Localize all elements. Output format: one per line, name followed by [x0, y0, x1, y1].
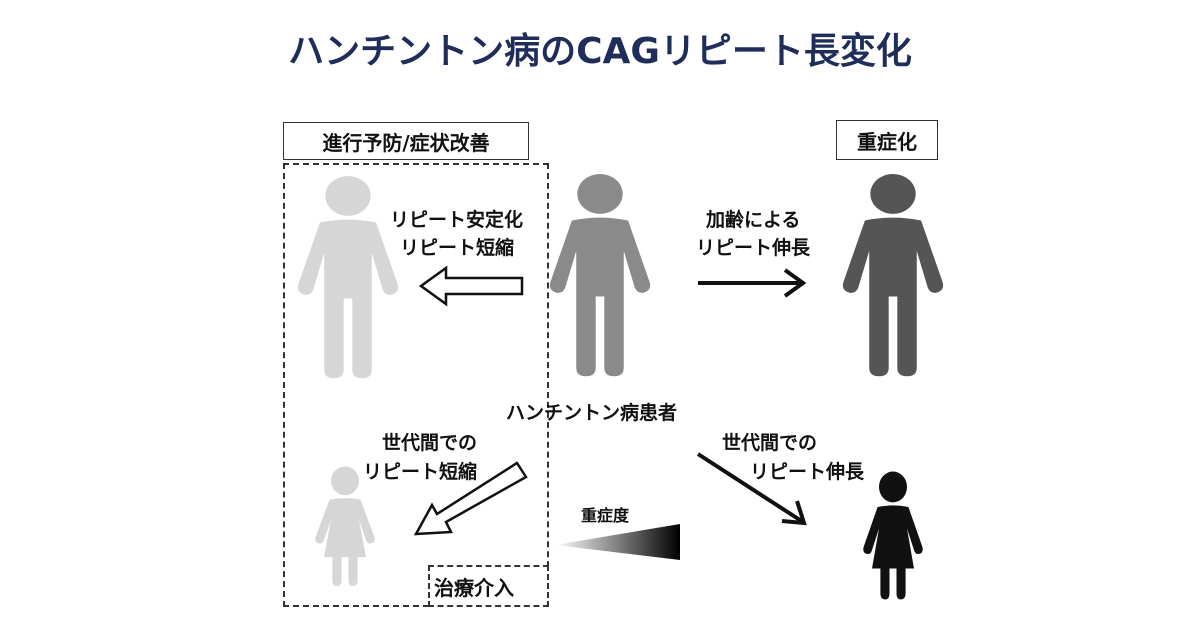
severity-gradient-wedge	[555, 524, 680, 560]
patient-label: ハンチントン病患者	[506, 402, 678, 424]
aging-label-1: 加齢による	[706, 209, 801, 231]
black-diagonal-arrow	[696, 452, 807, 526]
prevention-label-box: 進行予防/症状改善	[283, 122, 529, 160]
stabilize-label-1: リピート安定化	[390, 209, 524, 231]
severe-label-box: 重症化	[836, 120, 938, 160]
hollow-diagonal-arrow	[413, 461, 528, 536]
improved-child-figure	[315, 466, 375, 586]
black-right-arrow	[698, 268, 807, 298]
gen-expand-label-2: リピート伸長	[750, 461, 865, 483]
prevention-dashed-region	[283, 163, 549, 607]
gen-short-label-2: リピート短縮	[363, 461, 478, 483]
hollow-left-arrow	[418, 265, 524, 307]
gen-short-label-1: 世代間での	[382, 432, 478, 454]
patient-adult-figure	[549, 173, 651, 377]
stabilize-label-2: リピート短縮	[400, 237, 515, 259]
gen-expand-label-1: 世代間での	[722, 432, 818, 454]
severity-label: 重症度	[581, 506, 630, 525]
aging-label-2: リピート伸長	[696, 237, 811, 259]
treatment-label: 治療介入	[434, 576, 514, 600]
diagram-title: ハンチントン病のCAGリピート長変化	[288, 31, 912, 72]
severe-child-figure	[863, 471, 923, 600]
improved-adult-figure	[297, 175, 399, 379]
severe-adult-figure	[842, 173, 944, 377]
treatment-dashed-box	[428, 565, 549, 607]
